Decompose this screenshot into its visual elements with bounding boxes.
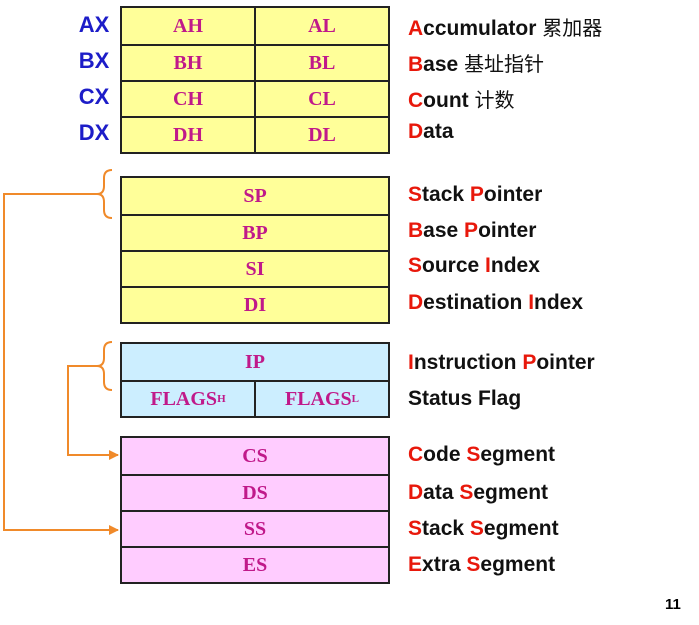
desc-extra-segment: Extra Segment [408, 553, 555, 577]
highlight-letter: D [408, 481, 424, 504]
register-cell-di: DI [243, 293, 267, 316]
register-label-bx: BX [78, 48, 110, 73]
desc-text: ointer [536, 351, 595, 374]
desc-text: ointer [478, 219, 537, 242]
register-label-ax: AX [78, 12, 110, 37]
page-number: 11 [665, 596, 681, 613]
register-row-sp: SP [122, 178, 388, 214]
desc-instruction-pointer: Instruction Pointer [408, 351, 595, 375]
register-cell-ds: DS [242, 481, 268, 504]
register-cell-bh: BH [173, 51, 203, 74]
register-row-dx: DH DL [122, 116, 388, 152]
highlight-letter: S [408, 517, 423, 540]
desc-data: Data [408, 120, 454, 143]
desc-text: ata [423, 481, 460, 504]
desc-text: ase [423, 219, 465, 242]
desc-base-pointer: Base Pointer [408, 219, 536, 243]
register-label-dx: DX [78, 120, 110, 145]
desc-accumulator: Accumulator 累加器 [408, 16, 603, 40]
highlight-letter: I [528, 291, 535, 314]
pointer-register-box: SP BP SI DI [120, 176, 390, 324]
register-row-ip: IP [122, 344, 388, 380]
highlight-letter: S [466, 553, 481, 576]
desc-stack-segment: Stack Segment [408, 517, 559, 541]
desc-text: egment [480, 553, 556, 576]
register-cell-ch: CH [173, 87, 203, 110]
highlight-letter: S [469, 517, 484, 540]
segment-register-box: CS DS SS ES [120, 436, 390, 584]
register-cell-sp: SP [243, 184, 267, 207]
ip-flags-brace [96, 341, 113, 391]
register-row-si: SI [122, 250, 388, 286]
highlight-letter: E [408, 553, 423, 576]
register-row-ax: AH AL [122, 8, 388, 44]
highlight-letter: S [408, 183, 423, 206]
register-cell-al: AL [254, 8, 388, 44]
register-cell-ip: IP [245, 350, 265, 373]
register-cell-dl: DL [254, 118, 388, 152]
register-row-bx: BH BL [122, 44, 388, 80]
pointer-group-brace [96, 169, 113, 219]
highlight-letter: D [408, 291, 424, 314]
desc-count: Count 计数 [408, 88, 515, 112]
register-cell-bl: BL [254, 46, 388, 80]
desc-text: egment [480, 443, 556, 466]
highlight-letter: S [408, 254, 423, 277]
register-row-ds: DS [122, 474, 388, 510]
highlight-letter: P [464, 219, 479, 242]
register-row-cs: CS [122, 438, 388, 474]
desc-data-segment: Data Segment [408, 481, 548, 505]
register-cell-si: SI [245, 257, 265, 280]
highlight-letter: B [408, 219, 424, 242]
desc-text: ndex [534, 291, 584, 314]
desc-text: xtra [422, 553, 467, 576]
desc-text: ode [423, 443, 467, 466]
register-cell-dh: DH [173, 123, 203, 146]
desc-text: egment [483, 517, 559, 540]
register-row-cx: CH CL [122, 80, 388, 116]
highlight-letter: S [459, 481, 474, 504]
register-cell-ah: AH [173, 14, 203, 37]
sp-to-ss-arrow [3, 193, 119, 535]
register-label-cx: CX [78, 84, 110, 109]
desc-source-index: Source Index [408, 254, 540, 278]
desc-text: estination [423, 291, 529, 314]
highlight-letter: P [522, 351, 537, 374]
desc-status-flag: Status Flag [408, 387, 522, 410]
highlight-letter: C [408, 443, 424, 466]
desc-stack-pointer: Stack Pointer [408, 183, 542, 207]
register-cell-es: ES [242, 553, 268, 576]
register-row-di: DI [122, 286, 388, 322]
highlight-letter: I [408, 351, 414, 374]
register-cell-bp: BP [242, 221, 268, 244]
register-row-bp: BP [122, 214, 388, 250]
highlight-letter: I [485, 254, 491, 277]
desc-text: ndex [490, 254, 540, 277]
desc-text: egment [473, 481, 549, 504]
highlight-letter: P [469, 183, 484, 206]
register-cell-ss: SS [243, 517, 267, 540]
ip-to-cs-arrow [67, 365, 119, 460]
register-row-es: ES [122, 546, 388, 582]
desc-text: ointer [483, 183, 543, 206]
desc-text: ource [422, 254, 486, 277]
register-cell-cl: CL [254, 82, 388, 116]
highlight-letter: S [466, 443, 481, 466]
register-cell-cs: CS [242, 444, 268, 467]
register-row-ss: SS [122, 510, 388, 546]
desc-text: nstruction [413, 351, 523, 374]
desc-code-segment: Code Segment [408, 443, 555, 467]
desc-base: Base 基址指针 [408, 52, 545, 76]
desc-text: tack [422, 517, 470, 540]
desc-text: tack [422, 183, 470, 206]
desc-destination-index: Destination Index [408, 291, 583, 315]
general-register-box: AH AL BH BL CH CL DH DL [120, 6, 390, 154]
